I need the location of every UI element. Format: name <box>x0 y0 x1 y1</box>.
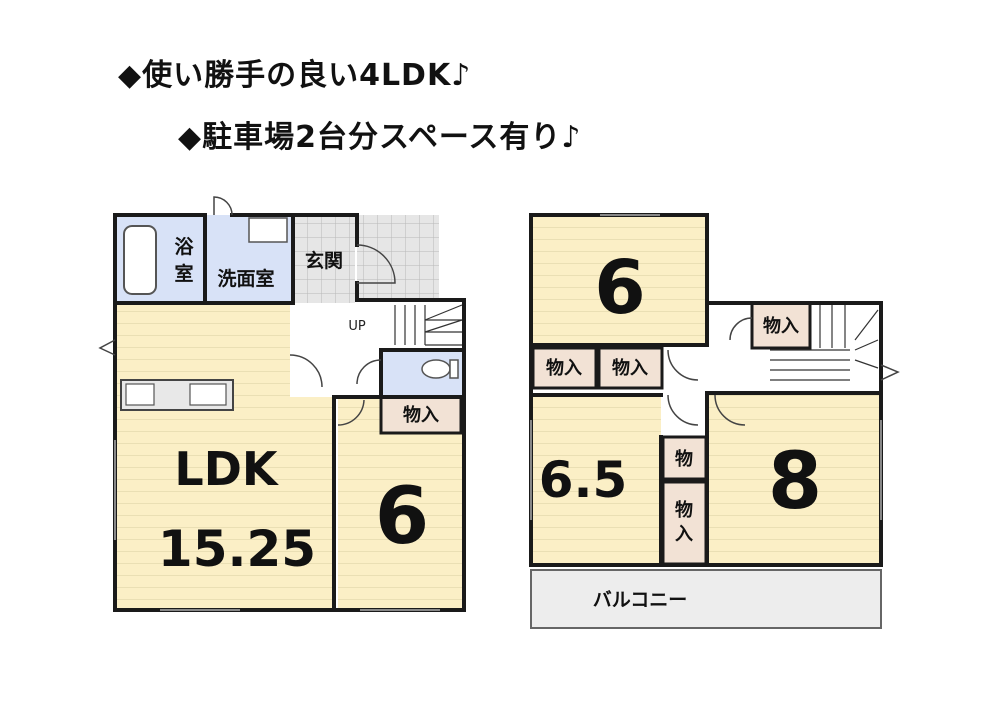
balcony-label: バルコニー <box>593 589 688 611</box>
closet-tall-label: 物 <box>675 499 693 521</box>
washroom-label: 洗面室 <box>217 267 274 290</box>
closet-stair-floor2 <box>750 301 812 350</box>
walls-floor2 <box>529 213 883 567</box>
closet-a <box>531 346 598 390</box>
doors-floor1 <box>98 196 396 426</box>
stairs-up-label: UP <box>348 319 366 334</box>
closet-stair-label: 物入 <box>763 315 799 337</box>
closet-floor1-label: 物入 <box>403 404 439 426</box>
room-6-floor2-size: 6 <box>594 245 646 331</box>
closet-tall-label-2: 入 <box>675 524 693 545</box>
closet-tall <box>661 480 708 566</box>
toilet <box>421 359 451 379</box>
room-6-5 <box>531 395 661 565</box>
toilet-tank <box>449 359 459 379</box>
stairs-floor2 <box>770 305 879 381</box>
closet-a-label: 物入 <box>546 357 582 379</box>
bathtub <box>123 225 157 295</box>
ldk-label: LDK <box>174 442 279 496</box>
ldk-size: 15.25 <box>158 520 316 578</box>
closet-small-label: 物 <box>675 448 693 470</box>
headline-layout: ◆使い勝手の良い4LDK♪ <box>118 58 472 93</box>
stove <box>125 383 155 406</box>
entrance-label: 玄関 <box>305 249 343 272</box>
bath-label-2: 室 <box>174 262 193 285</box>
room-8 <box>707 393 881 565</box>
floor-1: 浴 室 洗面室 玄関 UP 物入 LDK 15.25 6 <box>98 196 466 612</box>
porch-tiles <box>357 215 439 300</box>
closet-b-label: 物入 <box>612 357 648 379</box>
stairs-floor1 <box>394 304 463 346</box>
entrance-floor <box>293 215 355 303</box>
room-8-size: 8 <box>768 437 822 527</box>
bath-label: 浴 <box>174 236 194 258</box>
wash-basin <box>248 217 288 243</box>
hall-floor <box>290 300 338 397</box>
sink <box>189 383 227 406</box>
closet-floor1 <box>379 395 463 435</box>
headline-parking: ◆駐車場2台分スペース有り♪ <box>178 120 582 155</box>
room-6-floor1-size: 6 <box>375 472 429 562</box>
room-6-5-size: 6.5 <box>539 451 628 509</box>
room-6-floor2 <box>531 215 707 345</box>
balcony-floor <box>530 569 882 629</box>
doors-floor2 <box>667 317 900 426</box>
closet-b <box>597 346 664 390</box>
floor-2: 6 物入 物入 物入 6.5 8 物 物 入 バルコニー <box>529 213 900 629</box>
